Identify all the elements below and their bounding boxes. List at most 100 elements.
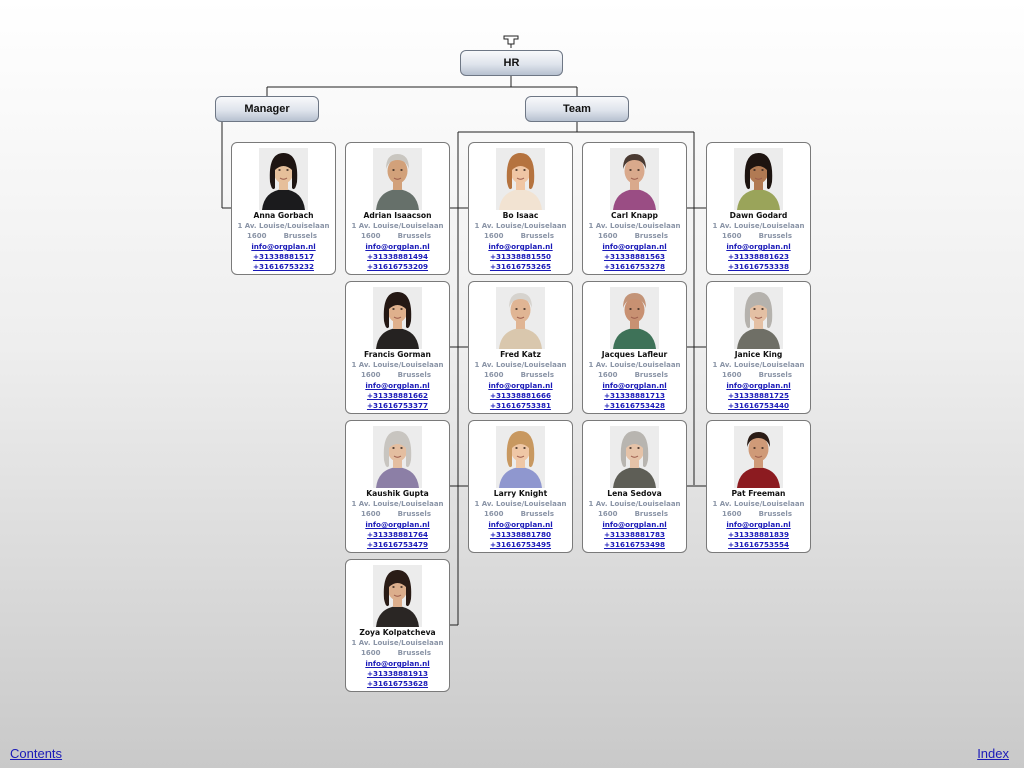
- address-city: Brussels: [758, 510, 792, 518]
- address-postcode: 1600: [361, 232, 381, 240]
- woman-portrait-icon: [496, 148, 545, 210]
- address-postcode: 1600: [484, 232, 504, 240]
- email-link[interactable]: info@orgplan.nl: [365, 381, 430, 390]
- phone-link[interactable]: +31338881783: [603, 530, 666, 539]
- mobile-link[interactable]: +31616753265: [489, 262, 552, 271]
- employee-card-francis-gorman[interactable]: Francis Gorman 1 Av. Louise/Louiselaan 1…: [345, 281, 450, 414]
- employee-name: Dawn Godard: [729, 211, 788, 220]
- email-link[interactable]: info@orgplan.nl: [726, 520, 791, 529]
- employee-card-zoya-kolpatcheva[interactable]: Zoya Kolpatcheva 1 Av. Louise/Louiselaan…: [345, 559, 450, 692]
- address-street: 1 Av. Louise/Louiselaan: [588, 222, 681, 230]
- employee-name: Larry Knight: [493, 489, 548, 498]
- address-city: Brussels: [520, 510, 554, 518]
- employee-card-janice-king[interactable]: Janice King 1 Av. Louise/Louiselaan 1600…: [706, 281, 811, 414]
- address-street: 1 Av. Louise/Louiselaan: [474, 500, 567, 508]
- mobile-link[interactable]: +31616753278: [603, 262, 666, 271]
- phone-link[interactable]: +31338881780: [489, 530, 552, 539]
- address-postcode: 1600: [361, 510, 381, 518]
- phone-link[interactable]: +31338881839: [727, 530, 790, 539]
- woman-portrait-icon: [496, 426, 545, 488]
- phone-link[interactable]: +31338881725: [727, 391, 790, 400]
- email-link[interactable]: info@orgplan.nl: [602, 242, 667, 251]
- address-street: 1 Av. Louise/Louiselaan: [474, 222, 567, 230]
- address-street: 1 Av. Louise/Louiselaan: [712, 361, 805, 369]
- contents-link[interactable]: Contents: [10, 746, 63, 761]
- address-street: 1 Av. Louise/Louiselaan: [237, 222, 330, 230]
- address-postcode: 1600: [484, 510, 504, 518]
- address-postcode: 1600: [361, 649, 381, 657]
- unit-hr[interactable]: HR: [460, 50, 563, 76]
- address-postcode: 1600: [722, 510, 742, 518]
- email-link[interactable]: info@orgplan.nl: [602, 381, 667, 390]
- email-link[interactable]: info@orgplan.nl: [488, 381, 553, 390]
- email-link[interactable]: info@orgplan.nl: [488, 242, 553, 251]
- employee-card-carl-knapp[interactable]: Carl Knapp 1 Av. Louise/Louiselaan 1600 …: [582, 142, 687, 275]
- email-link[interactable]: info@orgplan.nl: [488, 520, 553, 529]
- address-street: 1 Av. Louise/Louiselaan: [712, 500, 805, 508]
- email-link[interactable]: info@orgplan.nl: [726, 381, 791, 390]
- phone-link[interactable]: +31338881517: [252, 252, 315, 261]
- mobile-link[interactable]: +31616753377: [366, 401, 429, 410]
- employee-card-bo-isaac[interactable]: Bo Isaac 1 Av. Louise/Louiselaan 1600 Br…: [468, 142, 573, 275]
- address-street: 1 Av. Louise/Louiselaan: [351, 222, 444, 230]
- phone-link[interactable]: +31338881713: [603, 391, 666, 400]
- mobile-link[interactable]: +31616753479: [366, 540, 429, 549]
- phone-link[interactable]: +31338881623: [727, 252, 790, 261]
- email-link[interactable]: info@orgplan.nl: [365, 242, 430, 251]
- employee-card-adrian-isaacson[interactable]: Adrian Isaacson 1 Av. Louise/Louiselaan …: [345, 142, 450, 275]
- employee-name: Francis Gorman: [364, 350, 431, 359]
- employee-name: Pat Freeman: [731, 489, 786, 498]
- mobile-link[interactable]: +31616753440: [727, 401, 790, 410]
- email-link[interactable]: info@orgplan.nl: [602, 520, 667, 529]
- woman-portrait-icon: [610, 426, 659, 488]
- mobile-link[interactable]: +31616753554: [727, 540, 790, 549]
- mobile-link[interactable]: +31616753209: [366, 262, 429, 271]
- employee-card-larry-knight[interactable]: Larry Knight 1 Av. Louise/Louiselaan 160…: [468, 420, 573, 553]
- phone-link[interactable]: +31338881563: [603, 252, 666, 261]
- mobile-link[interactable]: +31616753232: [252, 262, 315, 271]
- address-street: 1 Av. Louise/Louiselaan: [351, 639, 444, 647]
- navigate-up-icon[interactable]: [503, 35, 519, 48]
- phone-link[interactable]: +31338881494: [366, 252, 429, 261]
- mobile-link[interactable]: +31616753498: [603, 540, 666, 549]
- phone-link[interactable]: +31338881662: [366, 391, 429, 400]
- man-portrait-icon: [610, 148, 659, 210]
- employee-card-lena-sedova[interactable]: Lena Sedova 1 Av. Louise/Louiselaan 1600…: [582, 420, 687, 553]
- address-street: 1 Av. Louise/Louiselaan: [712, 222, 805, 230]
- phone-link[interactable]: +31338881550: [489, 252, 552, 261]
- employee-card-kaushik-gupta[interactable]: Kaushik Gupta 1 Av. Louise/Louiselaan 16…: [345, 420, 450, 553]
- email-link[interactable]: info@orgplan.nl: [365, 520, 430, 529]
- employee-card-dawn-godard[interactable]: Dawn Godard 1 Av. Louise/Louiselaan 1600…: [706, 142, 811, 275]
- employee-name: Lena Sedova: [607, 489, 662, 498]
- unit-manager[interactable]: Manager: [215, 96, 319, 122]
- mobile-link[interactable]: +31616753628: [366, 679, 429, 688]
- employee-card-anna-gorbach[interactable]: Anna Gorbach 1 Av. Louise/Louiselaan 160…: [231, 142, 336, 275]
- mobile-link[interactable]: +31616753338: [727, 262, 790, 271]
- phone-link[interactable]: +31338881764: [366, 530, 429, 539]
- mobile-link[interactable]: +31616753495: [489, 540, 552, 549]
- man-portrait-icon: [496, 287, 545, 349]
- unit-team[interactable]: Team: [525, 96, 629, 122]
- address-city: Brussels: [758, 232, 792, 240]
- address-postcode: 1600: [722, 232, 742, 240]
- mobile-link[interactable]: +31616753428: [603, 401, 666, 410]
- man-portrait-icon: [734, 426, 783, 488]
- email-link[interactable]: info@orgplan.nl: [251, 242, 316, 251]
- employee-card-jacques-lafleur[interactable]: Jacques Lafleur 1 Av. Louise/Louiselaan …: [582, 281, 687, 414]
- address-city: Brussels: [634, 232, 668, 240]
- employee-card-fred-katz[interactable]: Fred Katz 1 Av. Louise/Louiselaan 1600 B…: [468, 281, 573, 414]
- email-link[interactable]: info@orgplan.nl: [365, 659, 430, 668]
- address-postcode: 1600: [598, 510, 618, 518]
- address-postcode: 1600: [247, 232, 267, 240]
- woman-portrait-icon: [734, 287, 783, 349]
- phone-link[interactable]: +31338881666: [489, 391, 552, 400]
- index-link[interactable]: Index: [977, 746, 1009, 761]
- address-postcode: 1600: [598, 371, 618, 379]
- employee-card-pat-freeman[interactable]: Pat Freeman 1 Av. Louise/Louiselaan 1600…: [706, 420, 811, 553]
- phone-link[interactable]: +31338881913: [366, 669, 429, 678]
- woman-portrait-icon: [373, 287, 422, 349]
- mobile-link[interactable]: +31616753381: [489, 401, 552, 410]
- email-link[interactable]: info@orgplan.nl: [726, 242, 791, 251]
- address-city: Brussels: [758, 371, 792, 379]
